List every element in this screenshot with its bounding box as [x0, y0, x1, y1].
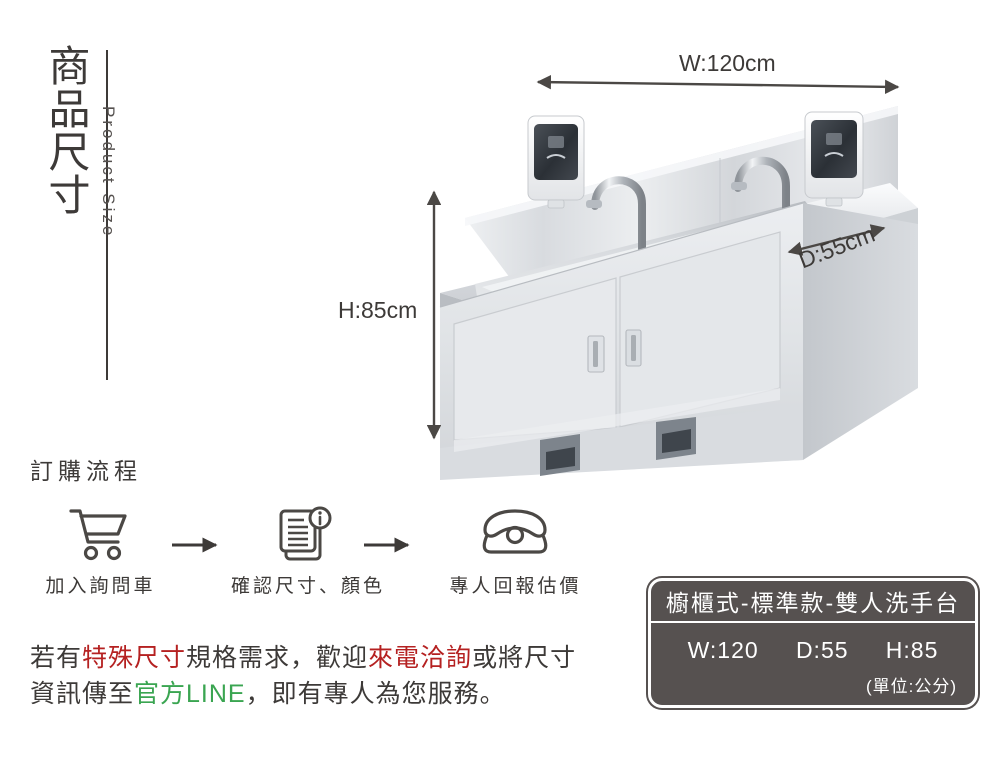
- shopping-cart-icon: [68, 503, 134, 565]
- title-divider: [106, 50, 108, 380]
- plinth: [440, 388, 803, 480]
- process-step-confirm-spec: 確認尺寸、顏色: [231, 503, 386, 598]
- foot-pedal-right: [656, 417, 696, 460]
- note-text: 資訊傳至: [30, 680, 135, 709]
- process-step-label: 專人回報估價: [449, 575, 582, 597]
- document-info-icon: [278, 503, 338, 565]
- custom-size-note: 若有特殊尺寸規格需求，歡迎來電洽詢或將尺寸 資訊傳至官方LINE，即有專人為您服…: [30, 640, 630, 713]
- soap-dispenser-right: [804, 111, 864, 207]
- width-dimension-label: W:120cm: [679, 50, 776, 76]
- spec-box-title: 櫥櫃式-標準款-雙人洗手台: [651, 581, 975, 623]
- height-dimension-label: H:85cm: [338, 297, 418, 323]
- cabinet-door-right: [619, 231, 781, 428]
- note-text: 或將尺寸: [472, 644, 577, 672]
- note-text: ，即有專人為您服務。: [245, 680, 506, 709]
- note-text: 若有: [30, 644, 83, 672]
- process-steps: 加入詢問車 確認尺寸、顏色: [28, 500, 588, 600]
- note-highlight-official-line: 官方LINE: [134, 680, 246, 709]
- spec-box: 櫥櫃式-標準款-雙人洗手台 W:120 D:55 H:85 (單位:公分): [648, 578, 978, 708]
- note-highlight-special-size: 特殊尺寸: [82, 644, 187, 672]
- spec-width: W:120: [687, 637, 759, 663]
- telephone-icon: [477, 503, 553, 565]
- spec-depth: D:55: [795, 637, 849, 663]
- foot-pedal-left: [540, 434, 580, 476]
- page-title-cn: 商品尺寸: [43, 44, 90, 216]
- page-title: 商品尺寸 Product Size: [26, 44, 166, 424]
- note-highlight-call-us: 來電洽詢: [368, 644, 473, 672]
- spec-height: H:85: [885, 637, 939, 663]
- note-text: 規格需求，歡迎: [186, 644, 369, 672]
- process-step-label: 加入詢問車: [45, 575, 156, 597]
- process-step-add-to-cart: 加入詢問車: [28, 503, 173, 598]
- page-title-en: Product Size: [99, 106, 118, 239]
- width-arrow: [536, 74, 900, 95]
- soap-dispenser-left: [527, 115, 585, 209]
- product-image: [420, 88, 920, 508]
- process-step-label: 確認尺寸、顏色: [231, 575, 386, 597]
- process-step-quote-reply: 專人回報估價: [443, 503, 588, 598]
- process-heading: 訂購流程: [30, 458, 142, 484]
- spec-unit-note: (單位:公分): [865, 677, 957, 696]
- spec-box-dimensions: W:120 D:55 H:85: [651, 623, 975, 664]
- note-line-2: 資訊傳至官方LINE，即有專人為您服務。: [30, 676, 630, 712]
- note-line-1: 若有特殊尺寸規格需求，歡迎來電洽詢或將尺寸: [30, 640, 630, 676]
